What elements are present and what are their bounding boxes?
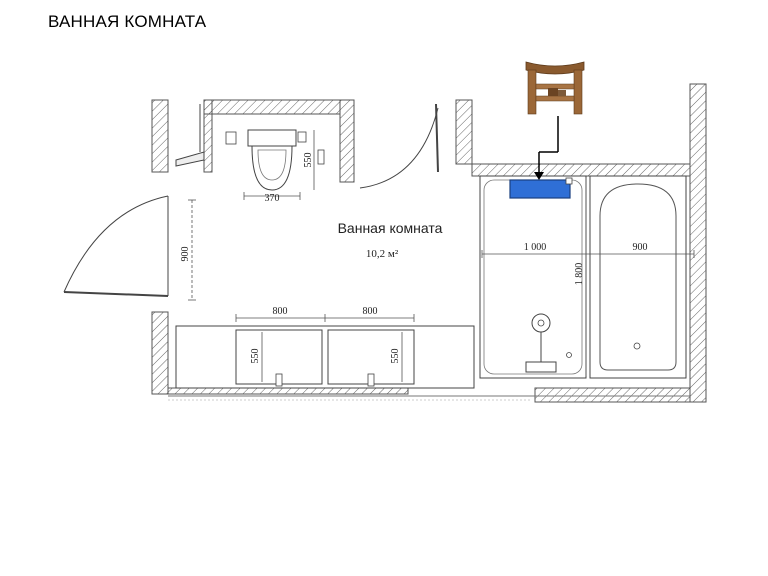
- shower-length-label: 1 800: [574, 263, 585, 286]
- vanity-left-depth-label: 550: [250, 349, 261, 364]
- shower-width-label: 1 000: [524, 242, 547, 253]
- door-opening-dimension: 900: [180, 199, 196, 301]
- toilet-depth-label: 550: [303, 153, 314, 168]
- door-opening-label: 900: [180, 247, 191, 262]
- wall-top-right: [471, 163, 691, 177]
- page-title: ВАННАЯ КОМНАТА: [48, 12, 207, 31]
- room-area: 10,2 м²: [366, 248, 399, 260]
- shower-mixer: [525, 361, 557, 373]
- wall-partition-left: [203, 99, 213, 173]
- room-name: Ванная комната: [338, 220, 443, 236]
- bench-image: [525, 61, 585, 115]
- bathtub-drain: [633, 342, 641, 350]
- vanity: [175, 325, 475, 389]
- wall-column: [339, 99, 355, 183]
- vanity-dimensions: 800 800 550 550: [235, 306, 415, 382]
- wall-bottom-left: [167, 387, 409, 395]
- toilet-dimensions: 370 550: [243, 130, 315, 204]
- wall-bottom-right: [534, 387, 691, 403]
- shower-drain: [531, 313, 551, 333]
- niche-pane: [175, 104, 205, 167]
- wall-left-lower: [151, 311, 169, 395]
- faucet-left: [275, 373, 283, 387]
- bath-width-label: 900: [633, 242, 648, 253]
- middle-door: [359, 103, 439, 189]
- toilet-width-label: 370: [265, 193, 280, 204]
- faucet-right: [367, 373, 375, 387]
- walls: [151, 83, 707, 403]
- vanity-right-depth-label: 550: [390, 349, 401, 364]
- wall-right: [689, 83, 707, 403]
- bathtub-dimensions: 900: [590, 242, 695, 258]
- shower: [479, 175, 587, 379]
- vanity-left-width-label: 800: [273, 306, 288, 317]
- wall-top-left: [203, 99, 341, 115]
- wall-top-middle: [455, 99, 473, 165]
- bench-placement-highlight: [509, 179, 571, 199]
- entrance-door: [63, 195, 169, 297]
- vanity-right-width-label: 800: [363, 306, 378, 317]
- wall-left-upper: [151, 99, 169, 173]
- toilet: [225, 129, 325, 191]
- bathtub: [589, 175, 687, 379]
- bench-arrow: [534, 116, 559, 180]
